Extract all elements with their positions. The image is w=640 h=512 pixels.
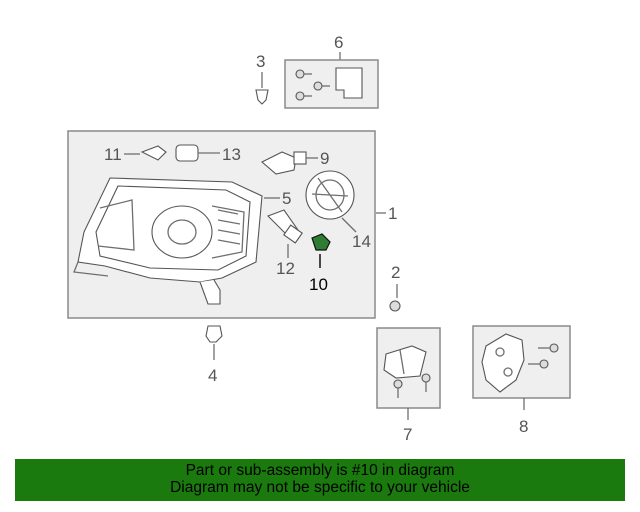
info-banner: Part or sub-assembly is #10 in diagram D… [15, 459, 625, 501]
callout-7: 7 [403, 425, 412, 444]
callout-10: 10 [309, 275, 328, 294]
banner-line-2: Diagram may not be specific to your vehi… [170, 479, 470, 496]
callout-5: 5 [282, 189, 291, 208]
bulb-12 [267, 209, 303, 258]
callout-1: 1 [388, 204, 397, 223]
clip-3 [255, 72, 269, 105]
bracket-8 [481, 333, 559, 393]
bracket-7 [383, 345, 431, 398]
callout-8: 8 [519, 417, 528, 436]
cap-14 [305, 170, 357, 233]
banner-line-1: Part or sub-assembly is #10 in diagram [185, 462, 455, 479]
parts-diagram: 5 11 13 9 12 14 10 1 3 [67, 33, 571, 444]
callout-14: 14 [352, 232, 371, 251]
callout-12: 12 [276, 259, 295, 278]
screw-2 [389, 284, 401, 312]
bulb-9 [261, 151, 318, 175]
headlamp-housing [73, 177, 263, 305]
callout-11: 11 [104, 145, 122, 164]
bracket-kit-box-6 [284, 59, 379, 109]
socket-13 [175, 144, 220, 162]
callout-6: 6 [334, 33, 343, 52]
callout-9: 9 [320, 149, 329, 168]
callout-4: 4 [208, 366, 217, 385]
callout-2: 2 [391, 263, 400, 282]
callout-13: 13 [222, 145, 241, 164]
bulb-11 [124, 145, 167, 161]
part-10-highlighted [311, 233, 331, 268]
adjuster-4 [205, 325, 223, 360]
bracket-6 [295, 67, 363, 101]
callout-3: 3 [256, 52, 265, 71]
